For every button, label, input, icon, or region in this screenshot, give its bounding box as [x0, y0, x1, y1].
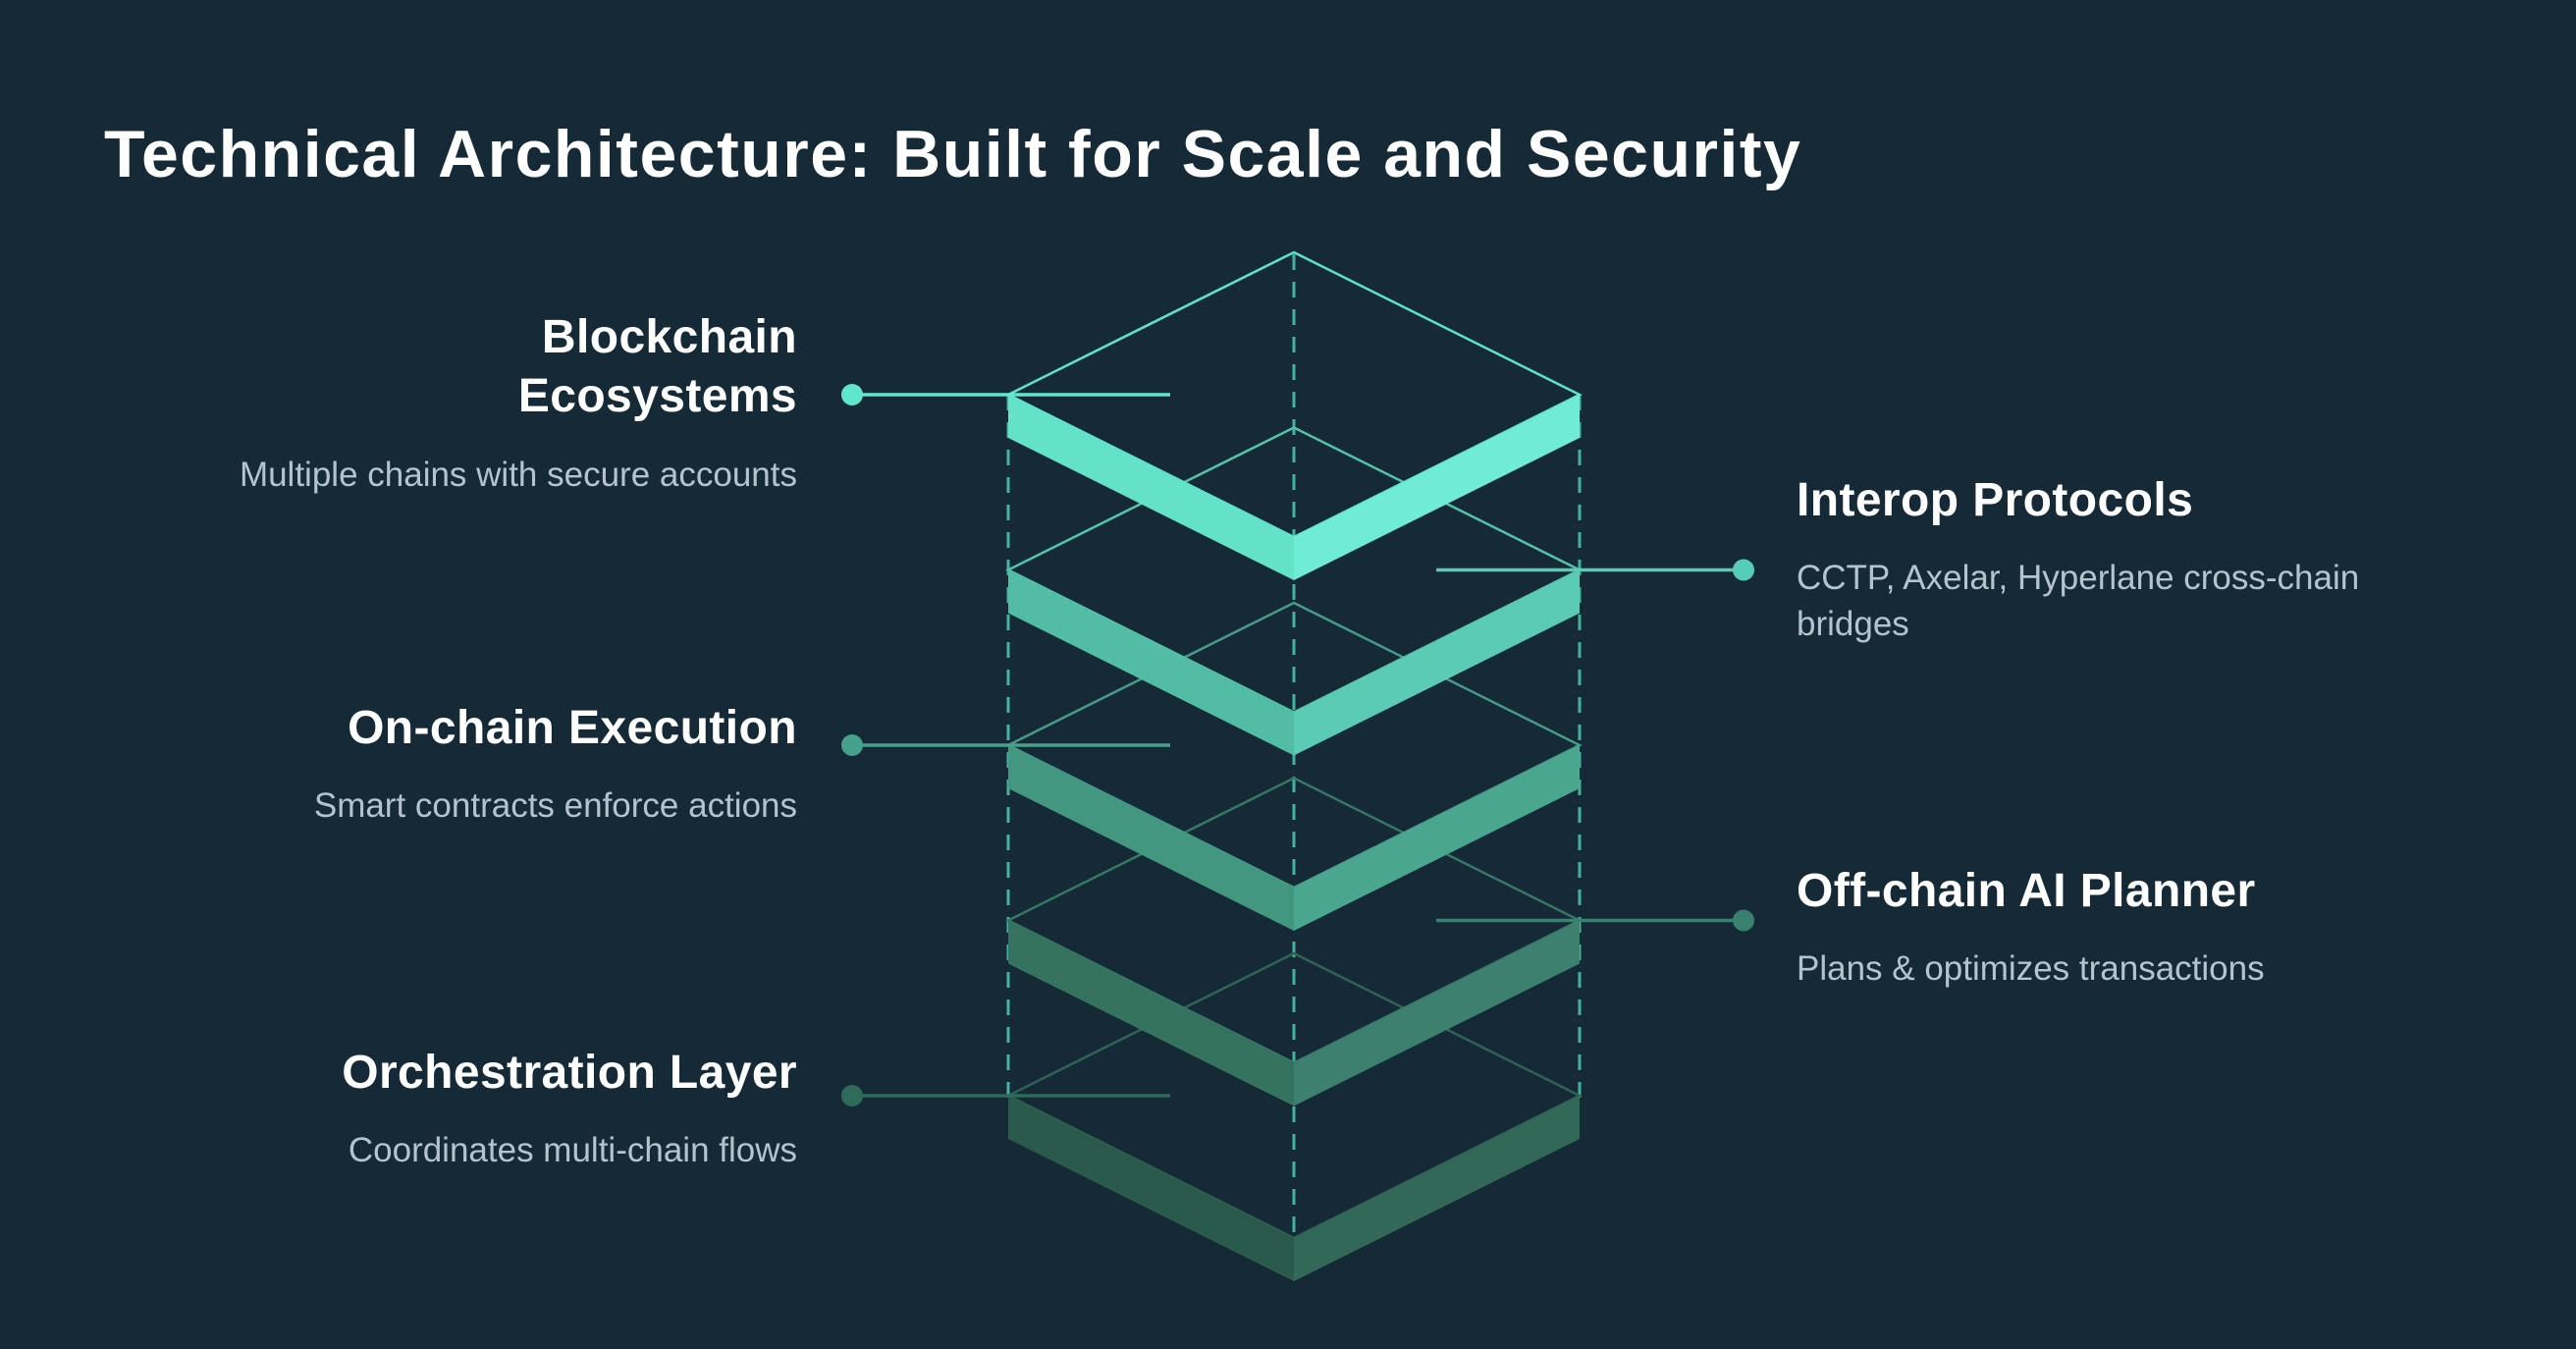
layer-4-right-face — [1294, 920, 1580, 1106]
layer-description: Smart contracts enforce actions — [313, 786, 797, 826]
layer-description: CCTP, Axelar, Hyperlane cross-chain brid… — [1797, 559, 2360, 644]
connector-dot-layer-1 — [841, 384, 863, 405]
layer-2-left-face — [1008, 569, 1294, 756]
page-title: Technical Architecture: Built for Scale … — [104, 116, 1802, 191]
layer-label-off-chain-ai-planner: Off-chain AI Planner Plans & optimizes t… — [1797, 862, 2265, 993]
layer-5-left-face — [1008, 1096, 1294, 1281]
connector-dot-layer-3 — [841, 734, 863, 756]
layer-description: Coordinates multi-chain flows — [348, 1131, 797, 1170]
layer-name: Off-chain AI Planner — [1797, 865, 2256, 917]
layer-label-interop-protocols: Interop Protocols CCTP, Axelar, Hyperlan… — [1797, 471, 2371, 648]
layer-name: Interop Protocols — [1797, 474, 2194, 526]
layer-2-right-face — [1294, 569, 1580, 756]
layer-description: Plans & optimizes transactions — [1797, 949, 2265, 989]
layer-1-right-face — [1294, 395, 1580, 580]
layer-label-orchestration-layer: Orchestration Layer Coordinates multi-ch… — [342, 1044, 797, 1174]
connector-dot-layer-2 — [1733, 559, 1754, 581]
layer-3-left-face — [1008, 745, 1294, 931]
layer-name: Blockchain Ecosystems — [517, 311, 797, 423]
layer-1-left-face — [1008, 395, 1294, 580]
connector-dot-layer-5 — [841, 1085, 863, 1106]
layer-label-blockchain-ecosystems: Blockchain Ecosystems Multiple chains wi… — [240, 308, 797, 499]
connector-dot-layer-4 — [1733, 909, 1754, 932]
layer-4-left-face — [1008, 920, 1294, 1106]
layer-name: On-chain Execution — [348, 702, 797, 754]
layer-name: Orchestration Layer — [342, 1047, 797, 1099]
layer-3-right-face — [1294, 745, 1580, 931]
layer-5-right-face — [1294, 1096, 1580, 1281]
layer-description: Multiple chains with secure accounts — [239, 455, 797, 494]
layer-label-on-chain-execution: On-chain Execution Smart contracts enfor… — [314, 699, 797, 830]
